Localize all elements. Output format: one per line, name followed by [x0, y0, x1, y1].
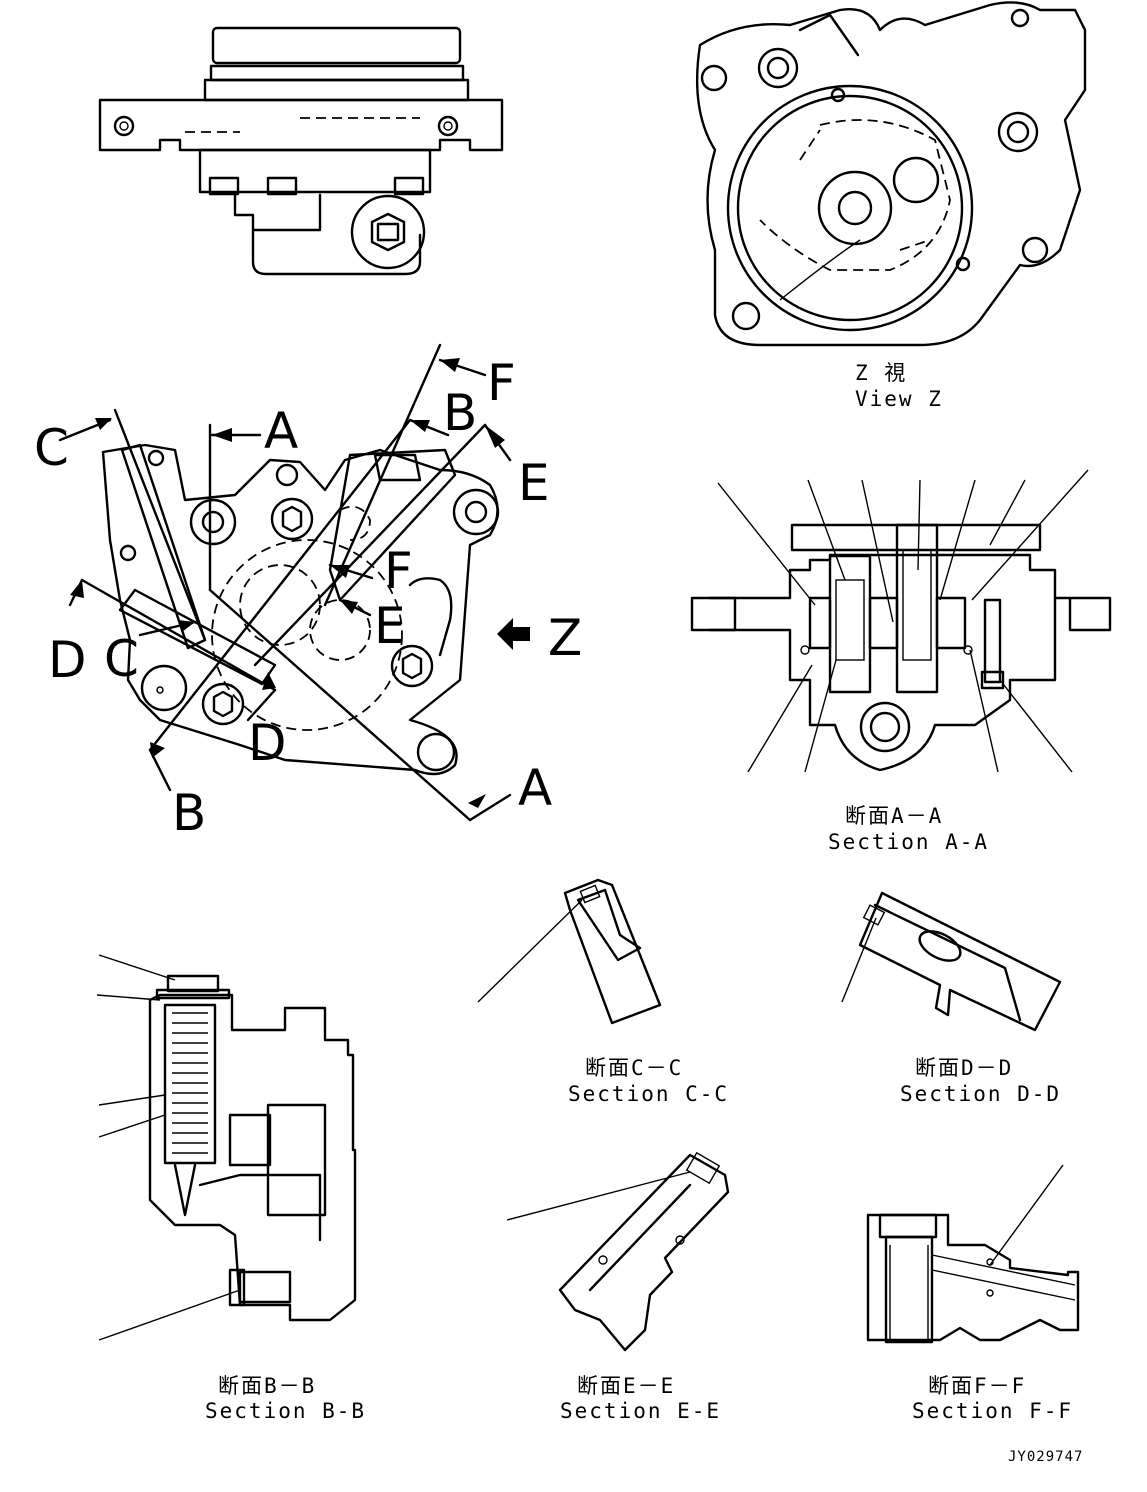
view-z-caption-en: View Z [855, 387, 943, 411]
marker-f-inner: F [384, 542, 413, 600]
marker-d-bottom: D [248, 714, 287, 772]
section-cc-drawing [477, 878, 662, 1025]
marker-e-right: E [518, 454, 550, 512]
marker-d-left: D [48, 631, 87, 689]
marker-z: Z [548, 609, 582, 667]
section-ee-caption-jp: 断面E－E [577, 1374, 675, 1398]
section-aa-drawing [690, 469, 1112, 773]
drawing-code: JY029747 [1008, 1449, 1083, 1465]
section-bb-drawing [96, 954, 357, 1341]
section-ff-drawing [866, 1164, 1080, 1344]
marker-c-top: C [34, 419, 69, 477]
section-cc-caption-en: Section C-C [568, 1082, 729, 1106]
marker-f-top: F [487, 354, 516, 412]
section-cc-caption-jp: 断面C－C [585, 1056, 683, 1080]
section-lines [58, 343, 530, 822]
marker-a-top: A [264, 402, 298, 460]
marker-c-bottom: C [104, 630, 139, 688]
marker-b-bottom: B [172, 784, 206, 842]
section-aa-caption-jp: 断面A－A [845, 804, 943, 828]
section-ee-caption-en: Section E-E [560, 1399, 721, 1423]
section-dd-drawing [841, 891, 1062, 1032]
section-bb-caption-jp: 断面B－B [218, 1374, 316, 1398]
marker-a-bottom: A [518, 759, 552, 817]
view-z-drawing [695, 1, 1087, 347]
front-view [101, 443, 500, 776]
section-dd-caption-jp: 断面D－D [915, 1056, 1013, 1080]
section-ff-caption-en: Section F-F [912, 1399, 1073, 1423]
z-direction-arrow [497, 618, 530, 650]
marker-e-inner: E [374, 597, 406, 655]
section-aa-caption-en: Section A-A [828, 830, 989, 854]
section-ff-caption-jp: 断面F－F [928, 1374, 1026, 1398]
marker-b-top: B [443, 384, 477, 442]
section-bb-caption-en: Section B-B [205, 1399, 366, 1423]
section-ee-drawing [506, 1151, 730, 1352]
section-dd-caption-en: Section D-D [900, 1082, 1061, 1106]
view-z-caption-jp: Z 視 [855, 361, 907, 385]
side-view [98, 26, 504, 276]
